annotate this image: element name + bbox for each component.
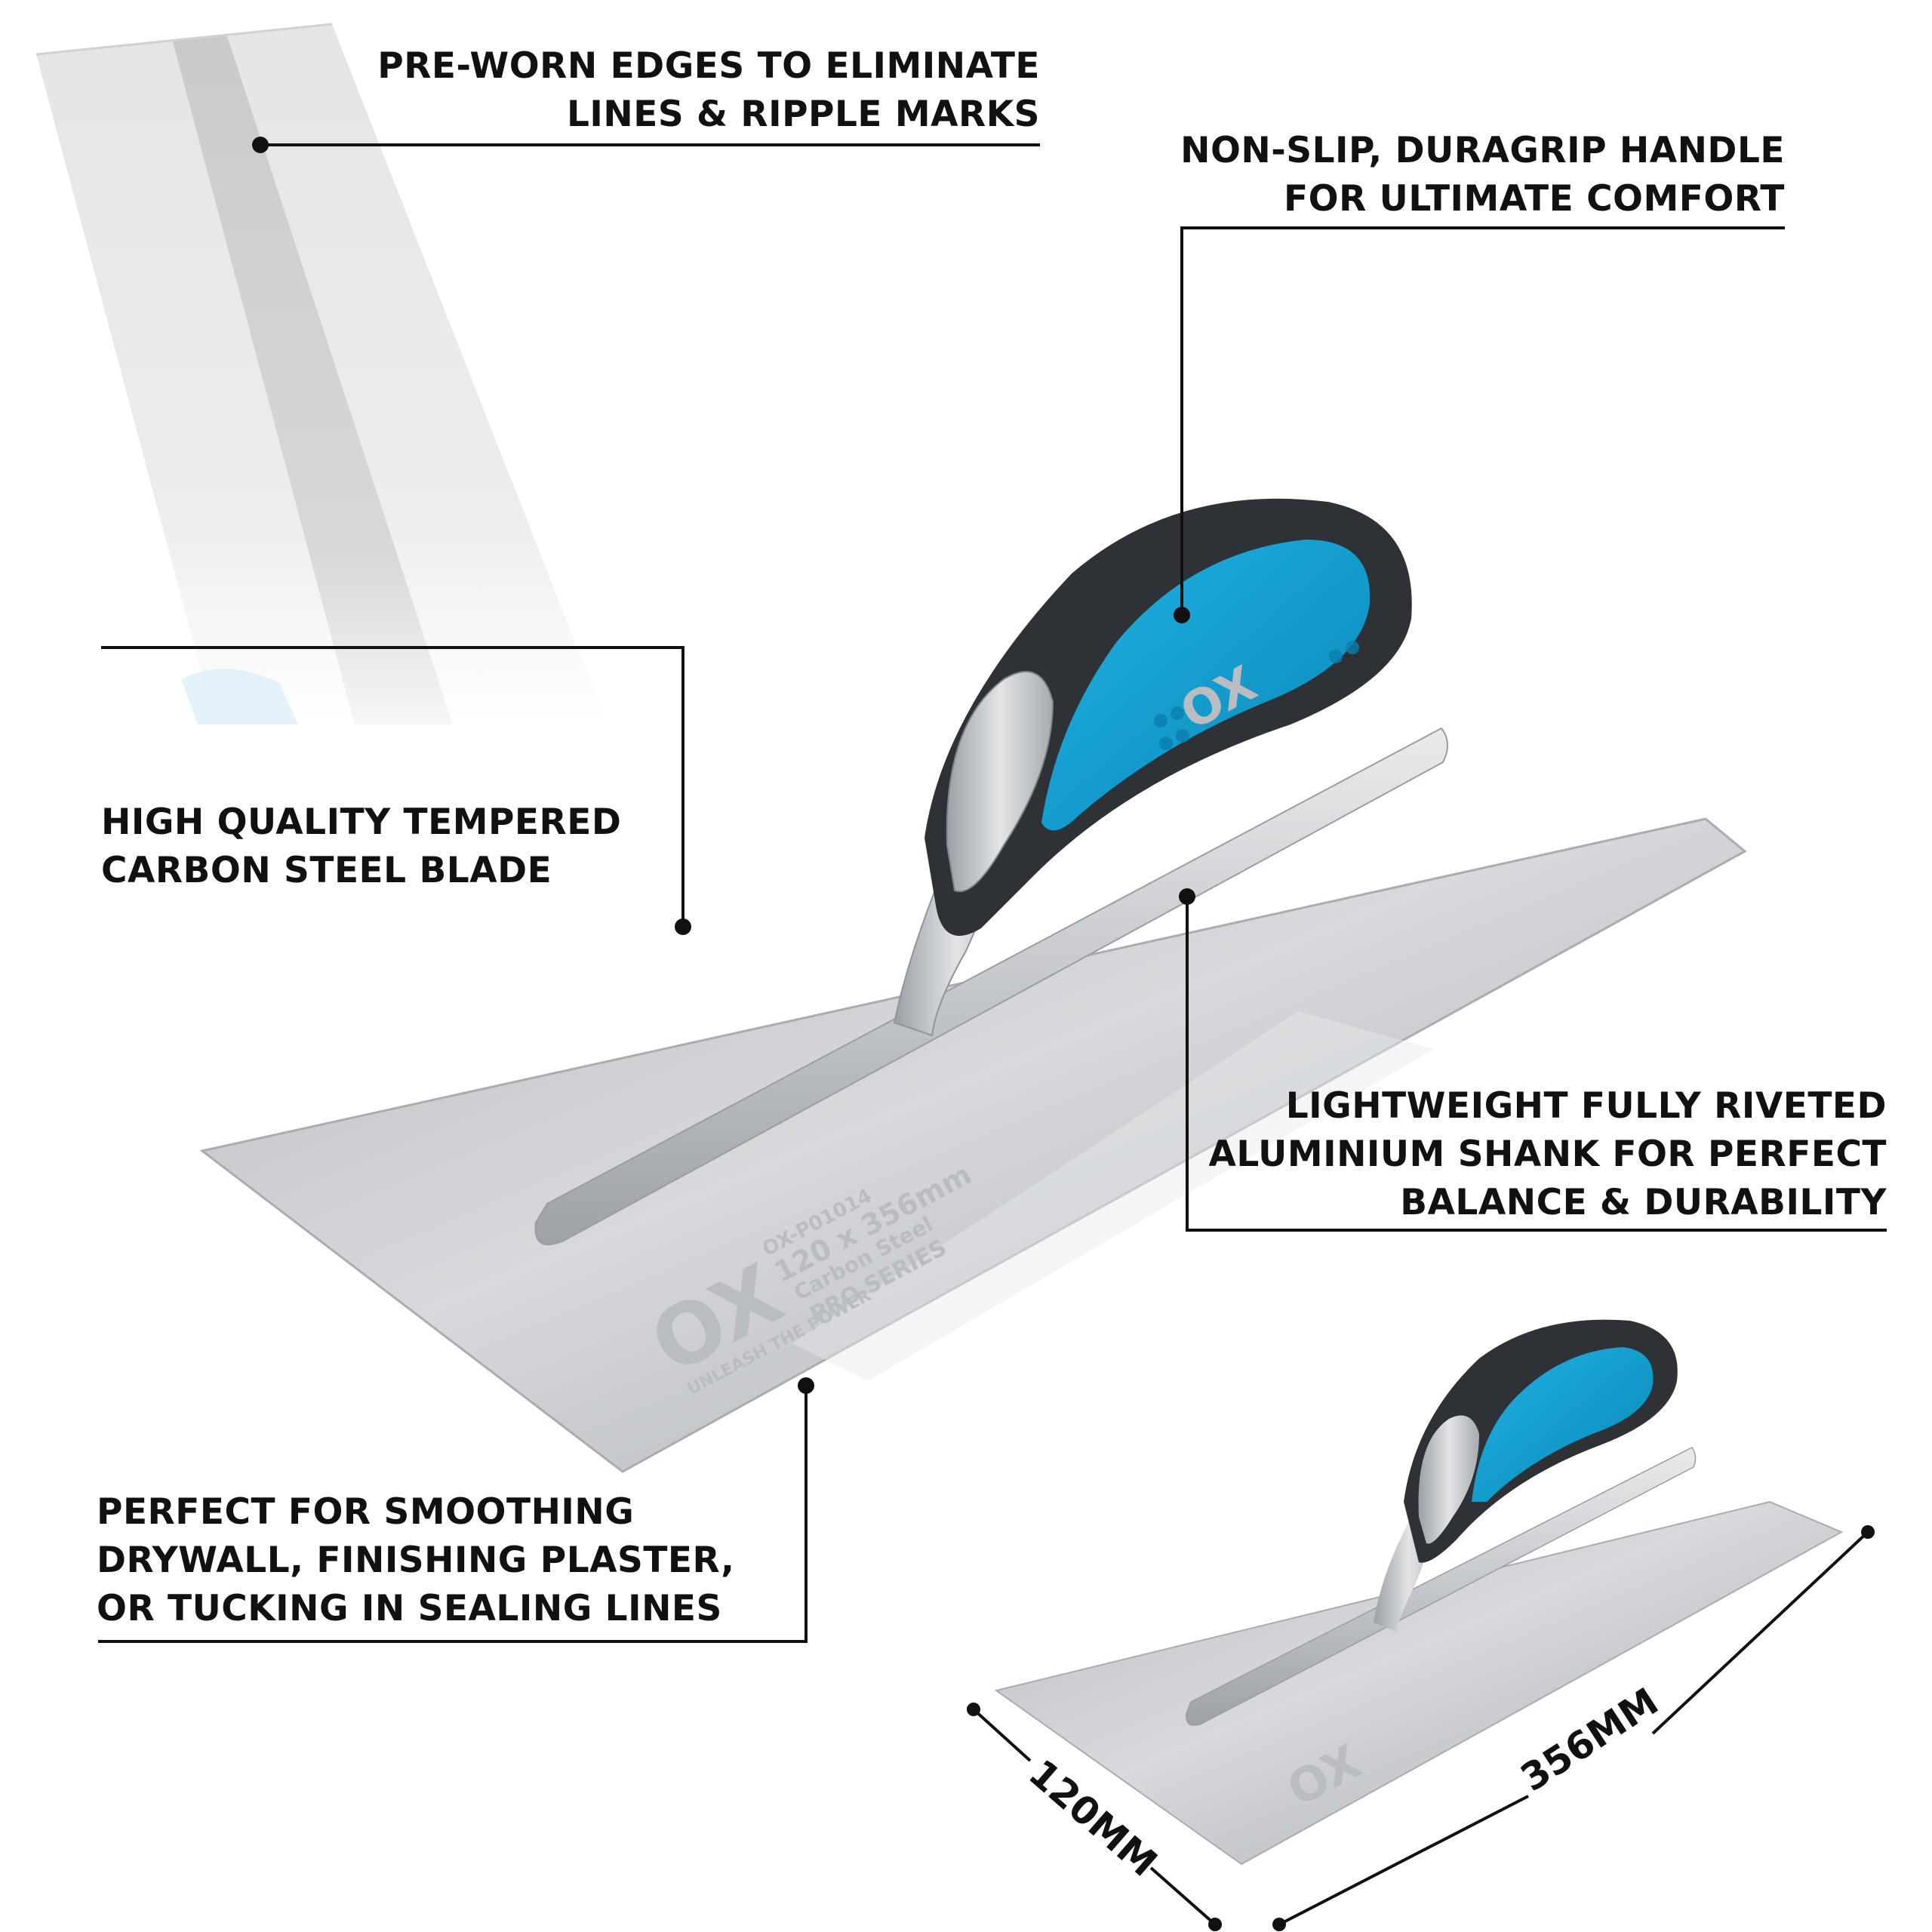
- callout-text: FOR ULTIMATE COMFORT: [1284, 178, 1785, 220]
- edge-closeup: [35, 23, 608, 724]
- dimension-lines: [972, 1531, 1869, 1926]
- callout-text: CARBON STEEL BLADE: [101, 850, 552, 891]
- callout-text: PRE-WORN EDGES TO ELIMINATE: [377, 45, 1040, 87]
- callout-text: DRYWALL, FINISHING PLASTER,: [97, 1540, 735, 1581]
- callout-shank: LIGHTWEIGHT FULLY RIVETED ALUMINIUM SHAN…: [1209, 1082, 1887, 1227]
- callout-uses: PERFECT FOR SMOOTHING DRYWALL, FINISHING…: [97, 1488, 734, 1633]
- callout-text: NON-SLIP, DURAGRIP HANDLE: [1180, 130, 1785, 171]
- callout-pre-worn-edges: PRE-WORN EDGES TO ELIMINATE LINES & RIPP…: [377, 42, 1040, 139]
- dimension-endpoints: [967, 1525, 1875, 1931]
- callout-text: OR TUCKING IN SEALING LINES: [97, 1588, 722, 1629]
- callout-text: LIGHTWEIGHT FULLY RIVETED: [1285, 1085, 1887, 1127]
- leader-lines: [98, 143, 1887, 1643]
- callout-text: PERFECT FOR SMOOTHING: [97, 1491, 635, 1533]
- callout-blade: HIGH QUALITY TEMPERED CARBON STEEL BLADE: [101, 798, 621, 895]
- main-trowel: OX OX UNLEASH THE POWER OX-P01014 120 x …: [199, 498, 1747, 1473]
- callout-text: HIGH QUALITY TEMPERED: [101, 801, 622, 843]
- small-trowel: OX: [994, 1319, 1844, 1866]
- callout-text: LINES & RIPPLE MARKS: [566, 94, 1040, 135]
- callout-text: BALANCE & DURABILITY: [1400, 1182, 1887, 1223]
- callout-text: ALUMINIUM SHANK FOR PERFECT: [1208, 1134, 1887, 1175]
- callout-handle: NON-SLIP, DURAGRIP HANDLE FOR ULTIMATE C…: [1180, 127, 1785, 223]
- leader-dots: [252, 137, 1195, 1394]
